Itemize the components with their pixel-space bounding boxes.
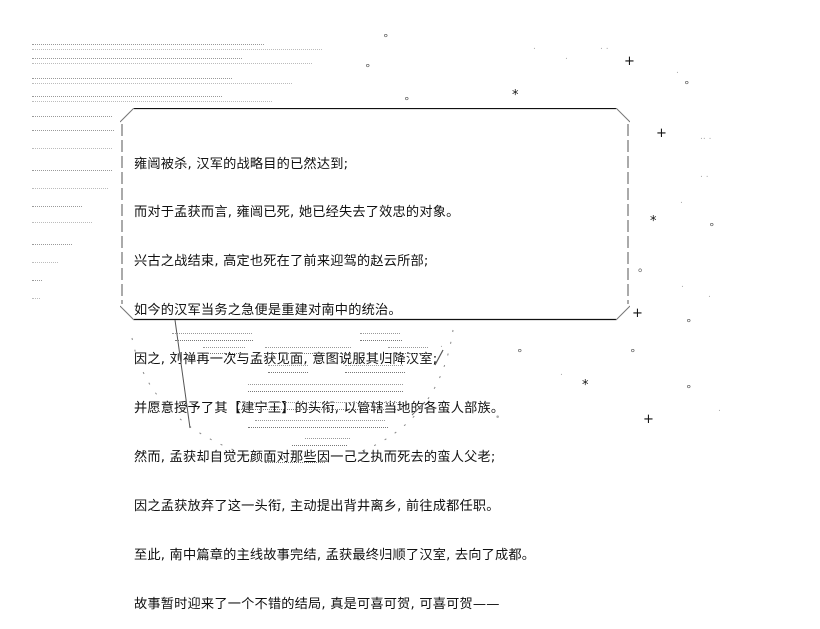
circle-icon: ° [684,79,690,92]
ascii-row [345,365,403,371]
dot-icon: . [533,42,536,52]
ascii-row [265,462,325,468]
ascii-row [32,262,58,269]
circle-icon: ° [404,95,410,108]
dialogue-line: 兴古之战结束, 高定也死在了前来迎驾的赵云所部; [134,254,429,270]
ascii-row [388,353,428,359]
dialogue-line: 然而, 孟获却自觉无颜面对那些因一己之执而死去的蛮人父老; [134,449,496,465]
ascii-row [203,347,245,353]
ascii-row [32,83,292,90]
ascii-row [32,188,108,195]
dot-icon: • [495,413,501,423]
dot-icon: . [718,404,721,414]
dialogue-box [120,108,630,321]
circle-icon: ° [517,347,523,360]
plus-star-icon: + [656,126,667,141]
dialogue-frame [120,108,630,321]
ascii-row [32,298,40,305]
asterisk-star-icon: * [512,88,519,103]
asterisk-star-icon: * [650,214,657,229]
ascii-row [32,49,322,56]
ascii-row [360,333,400,339]
ascii-row [32,222,92,229]
bowl-outline [131,320,454,463]
dot-icon: .. . [700,132,712,142]
ascii-row [203,353,245,359]
ascii-row [32,130,114,137]
plus-star-icon: + [632,306,643,321]
dialogue-line: 雍闿被杀, 汉军的战略目的已然达到; [134,156,349,172]
dot-icon: . [440,340,443,350]
dialogue-line: 因之孟获放弃了这一头衔, 主动提出背井离乡, 前往成都任职。 [134,498,500,514]
ascii-row [268,372,308,378]
circle-icon: ° [686,317,692,330]
ascii-row [32,244,72,251]
ascii-row [32,58,242,65]
dot-icon: . [708,290,711,300]
dialogue-line: 因之, 刘禅再一次与孟获见面, 意图说服其归降汉室; [134,352,438,368]
ascii-row [388,347,428,353]
ascii-row [32,63,312,70]
dot-icon: . [681,280,684,290]
ascii-row [248,427,388,433]
ascii-row [32,170,112,177]
ascii-row [265,347,351,353]
ascii-row [175,340,253,346]
ascii-row [305,438,350,444]
ascii-row [32,280,42,287]
ascii-row [360,340,402,346]
ascii-row [238,402,403,408]
dot-icon: . [680,196,683,206]
dot-icon: . . [600,42,609,52]
circle-icon: ° [365,62,371,75]
dialogue-line: 至此, 南中篇章的主线故事完结, 孟获最终归顺了汉室, 去向了成都。 [134,547,536,563]
circle-icon: ° [630,347,636,360]
dot-icon: . [676,66,679,76]
ascii-row [32,116,112,123]
dot-icon: . [565,52,568,62]
dialogue-line: 而对于孟获而言, 雍闿已死, 她已经失去了效忠的对象。 [134,205,460,221]
dialogue-line: 故事暂时迎来了一个不错的结局, 真是可喜可贺, 可喜可贺—— [134,596,500,612]
ascii-row [238,409,408,415]
ascii-row [32,101,272,108]
ascii-row [32,148,112,155]
plus-star-icon: + [643,412,654,427]
ascii-row [248,384,403,390]
ascii-row [32,96,222,103]
circle-icon: ° [383,32,389,45]
circle-icon: ° [686,383,692,396]
ascii-row [268,365,308,371]
ascii-row [265,353,351,359]
asterisk-star-icon: * [582,378,589,393]
ascii-row [32,44,264,51]
dialogue-line: 如今的汉军当务之急便是重建对南中的统治。 [134,303,402,319]
plus-star-icon: + [624,54,635,69]
ascii-row [172,333,252,339]
ascii-row [255,420,385,426]
ascii-row [345,372,405,378]
circle-icon: 。 [638,261,649,274]
ascii-row [32,206,82,213]
dot-icon: . . [700,170,709,180]
dot-icon: . [560,368,563,378]
ascii-row [248,391,403,397]
ascii-row [32,78,232,85]
ascii-row [292,445,347,451]
circle-icon: ° [709,221,715,234]
dialogue-line: 并愿意授予了其【建宁王】的头衔, 以管辖当地的各蛮人部族。 [134,401,505,417]
